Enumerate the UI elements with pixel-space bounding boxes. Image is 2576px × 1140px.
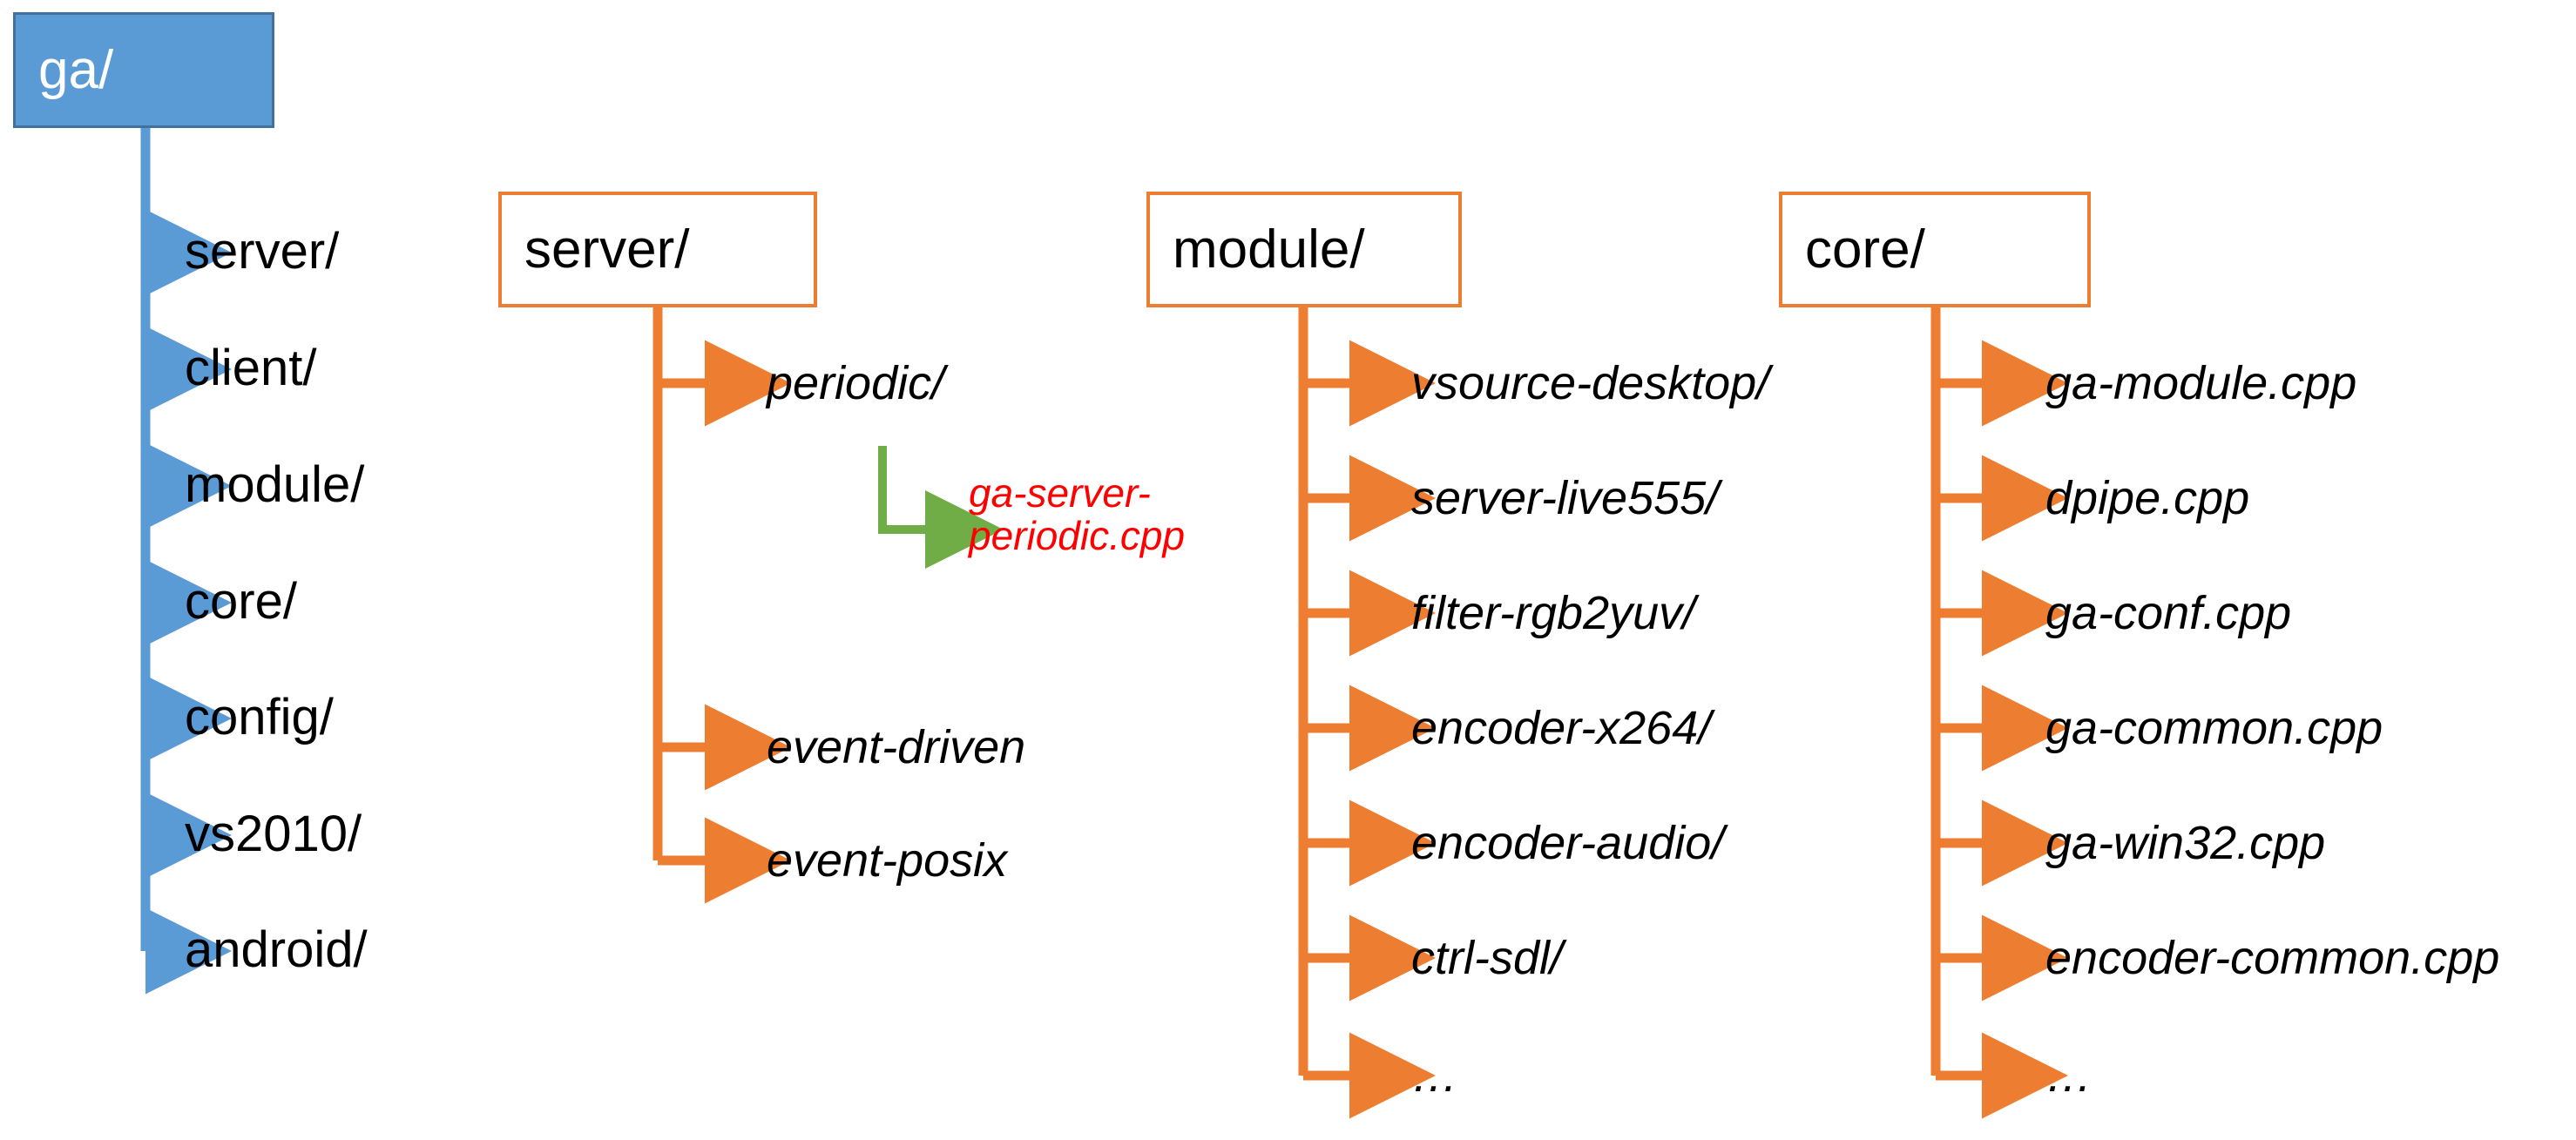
root-child-vs2010[interactable]: vs2010/ (185, 806, 362, 862)
highlight-file-ga-server-periodic-cpp[interactable]: ga-server- periodic.cpp (969, 472, 1230, 557)
root-child-core[interactable]: core/ (185, 573, 297, 630)
root-node-ga[interactable]: ga/ (13, 12, 274, 128)
core-child-ga-win32-cpp[interactable]: ga-win32.cpp (2045, 817, 2326, 869)
module-child-encoder-audio[interactable]: encoder-audio/ (1411, 817, 1725, 869)
highlight-file-line2: periodic.cpp (969, 512, 1186, 558)
root-child-module[interactable]: module/ (185, 456, 365, 513)
core-child-ellipsis[interactable]: … (2045, 1049, 2093, 1102)
core-child-ga-module-cpp[interactable]: ga-module.cpp (2045, 357, 2357, 409)
root-child-android[interactable]: android/ (185, 921, 368, 978)
highlight-file-line1: ga-server- (969, 470, 1151, 516)
group-node-module[interactable]: module/ (1146, 192, 1462, 307)
root-child-server[interactable]: server/ (185, 223, 340, 280)
module-child-server-live555[interactable]: server-live555/ (1411, 472, 1720, 524)
server-child-periodic[interactable]: periodic/ (767, 357, 945, 409)
group-node-module-label: module/ (1173, 219, 1365, 280)
root-connector-group (140, 128, 232, 995)
root-child-config[interactable]: config/ (185, 689, 334, 745)
module-child-filter-rgb2yuv[interactable]: filter-rgb2yuv/ (1411, 587, 1696, 639)
core-child-dpipe-cpp[interactable]: dpipe.cpp (2045, 472, 2250, 524)
group-node-server-label: server/ (524, 219, 690, 280)
group-node-core[interactable]: core/ (1779, 192, 2091, 307)
server-child-event-posix[interactable]: event-posix (767, 834, 1008, 887)
module-child-vsource-desktop[interactable]: vsource-desktop/ (1411, 357, 1770, 409)
group-node-core-label: core/ (1805, 219, 1925, 280)
module-child-ellipsis[interactable]: … (1411, 1049, 1458, 1102)
group-node-server[interactable]: server/ (498, 192, 817, 307)
server-child-event-driven[interactable]: event-driven (767, 721, 1026, 773)
highlight-connector (878, 446, 1004, 569)
module-child-ctrl-sdl[interactable]: ctrl-sdl/ (1411, 932, 1563, 984)
core-child-encoder-common-cpp[interactable]: encoder-common.cpp (2045, 932, 2500, 984)
server-connector-group (652, 307, 791, 904)
root-child-client[interactable]: client/ (185, 340, 317, 396)
core-child-ga-common-cpp[interactable]: ga-common.cpp (2045, 702, 2383, 754)
root-node-label: ga/ (38, 39, 114, 100)
module-connector-group (1298, 307, 1436, 1119)
module-child-encoder-x264[interactable]: encoder-x264/ (1411, 702, 1712, 754)
core-connector-group (1930, 307, 2068, 1119)
core-child-ga-conf-cpp[interactable]: ga-conf.cpp (2045, 587, 2292, 639)
